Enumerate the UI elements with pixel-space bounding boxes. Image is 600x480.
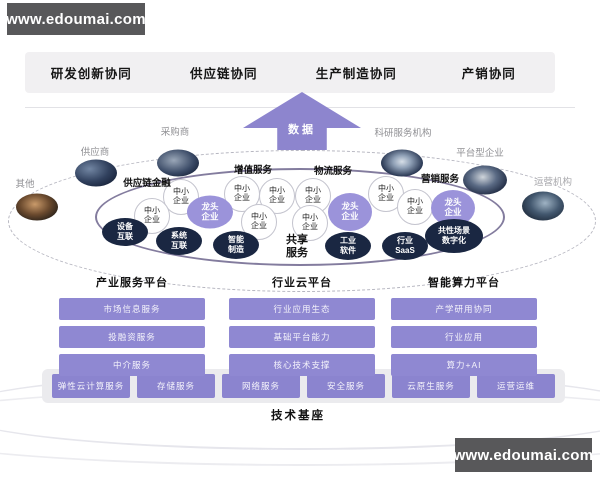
ecosystem-dashed-ellipse bbox=[8, 150, 596, 292]
foundation-item: 运营运维 bbox=[477, 374, 555, 398]
data-up-arrow: 数据 bbox=[243, 92, 361, 150]
actor-label-operator: 运营机构 bbox=[533, 177, 573, 188]
leader-enterprise-bubble: 龙头 企业 bbox=[328, 193, 372, 231]
buyer-photo bbox=[157, 149, 199, 177]
collaboration-header-bar: 研发创新协同 供应链协同 生产制造协同 产销协同 bbox=[25, 52, 555, 93]
leader-enterprise-bubble: 龙头 企业 bbox=[187, 195, 233, 229]
foundation-item: 网络服务 bbox=[222, 374, 300, 398]
leader-enterprise-bubble: 龙头 企业 bbox=[431, 190, 475, 226]
ecosystem-ring bbox=[95, 168, 505, 266]
supplier-photo bbox=[75, 159, 117, 187]
smart-computing-platform-title: 智能算力平台 bbox=[428, 277, 500, 289]
service-value-added: 增值服务 bbox=[233, 165, 273, 176]
shared-services-label: 共享 服务 bbox=[286, 233, 308, 259]
platform-item: 中介服务 bbox=[59, 354, 205, 376]
header-sales-collab: 产销协同 bbox=[461, 67, 516, 81]
sme-bubble: 中小 企业 bbox=[397, 189, 433, 225]
service-supplychain-finance: 供应链金融 bbox=[123, 178, 171, 189]
actor-label-research-org: 科研服务机构 bbox=[374, 128, 432, 139]
foundation-item: 云原生服务 bbox=[392, 374, 470, 398]
actor-label-others: 其他 bbox=[15, 179, 35, 190]
platform-enterprise-photo bbox=[463, 165, 507, 195]
research-org-photo bbox=[381, 149, 423, 177]
platform-item: 投融资服务 bbox=[59, 326, 205, 348]
cap-system-interconnect: 系统 互联 bbox=[156, 227, 202, 255]
platform-item: 基础平台能力 bbox=[229, 326, 375, 348]
platform-item: 核心技术支撑 bbox=[229, 354, 375, 376]
actor-label-buyer: 采购商 bbox=[160, 127, 190, 138]
watermark-bottom: www.edoumai.com bbox=[454, 438, 593, 472]
sme-bubble: 中小 企业 bbox=[163, 179, 199, 215]
platform-item: 算力+AI bbox=[391, 354, 537, 376]
cap-common-scenario-digitalization: 共性场景 数字化 bbox=[425, 219, 483, 253]
industry-cloud-platform-title: 行业云平台 bbox=[272, 277, 332, 289]
header-manufacturing-collab: 生产制造协同 bbox=[315, 67, 397, 81]
platform-item: 产学研用协同 bbox=[391, 298, 537, 320]
industry-service-platform-title: 产业服务平台 bbox=[96, 277, 168, 289]
header-rd-collab: 研发创新协同 bbox=[50, 67, 132, 81]
watermark-top: www.edoumai.com bbox=[6, 3, 146, 35]
sme-bubble: 中小 企业 bbox=[224, 176, 260, 212]
service-logistics: 物流服务 bbox=[313, 166, 353, 177]
actor-label-platform-enterprise: 平台型企业 bbox=[456, 148, 504, 159]
cap-smart-manufacturing: 智能 制造 bbox=[213, 231, 259, 259]
industry-service-platform-column: 产业服务平台 市场信息服务 投融资服务 中介服务 bbox=[59, 274, 205, 382]
cap-industrial-software: 工业 软件 bbox=[325, 232, 371, 260]
sme-bubble: 中小 企业 bbox=[292, 205, 328, 241]
actor-label-supplier: 供应商 bbox=[80, 147, 110, 158]
cap-device-interconnect: 设备 互联 bbox=[102, 218, 148, 246]
platform-item: 行业应用生态 bbox=[229, 298, 375, 320]
data-arrow-label: 数据 bbox=[288, 124, 316, 137]
foundation-item: 弹性云计算服务 bbox=[52, 374, 130, 398]
platform-item: 行业应用 bbox=[391, 326, 537, 348]
foundation-item: 安全服务 bbox=[307, 374, 385, 398]
header-supplychain-collab: 供应链协同 bbox=[189, 67, 258, 81]
foundation-item: 存储服务 bbox=[137, 374, 215, 398]
platform-item: 市场信息服务 bbox=[59, 298, 205, 320]
cap-industry-saas: 行业 SaaS bbox=[382, 232, 428, 260]
technology-foundation-title: 技术基座 bbox=[271, 410, 325, 422]
operator-photo bbox=[522, 191, 564, 221]
smart-computing-platform-column: 智能算力平台 产学研用协同 行业应用 算力+AI bbox=[391, 274, 537, 382]
service-marketing: 营销服务 bbox=[420, 174, 460, 185]
others-photo bbox=[16, 193, 58, 221]
industry-cloud-platform-column: 行业云平台 行业应用生态 基础平台能力 核心技术支撑 bbox=[229, 274, 375, 382]
